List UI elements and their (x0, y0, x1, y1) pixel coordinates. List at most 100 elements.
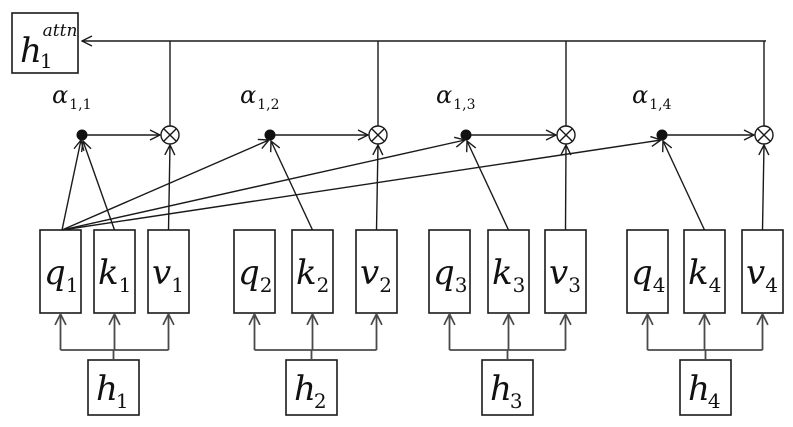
q-node-2: q2 (233, 229, 276, 314)
value-to-multiply-arrow (763, 145, 765, 231)
q-subscript: 1 (66, 273, 79, 297)
output-node: h1attn (11, 12, 79, 74)
h-label: h4 (688, 369, 721, 413)
q-subscript: 4 (653, 273, 666, 297)
k-label: k1 (98, 253, 131, 297)
k-node-2: k2 (291, 229, 334, 314)
v-label: v3 (549, 253, 581, 297)
multiply-node-1 (160, 125, 180, 145)
q-symbol: q (44, 253, 66, 293)
multiply-cross (757, 128, 771, 142)
k-subscript: 4 (709, 273, 722, 297)
alpha-subscript: 1,3 (453, 97, 475, 113)
k-label: k4 (688, 253, 721, 297)
output-superscript: attn (43, 21, 78, 41)
k-symbol: k (98, 253, 119, 293)
q-symbol: q (238, 253, 260, 293)
v-subscript: 4 (765, 273, 778, 297)
output-label: h1attn (20, 21, 77, 73)
v-subscript: 1 (171, 273, 184, 297)
h-symbol: h (294, 369, 316, 409)
v-node-4: v4 (741, 229, 784, 314)
alpha-subscript: 1,4 (649, 97, 671, 113)
multiply-node-4 (754, 125, 774, 145)
h-symbol: h (96, 369, 118, 409)
k-node-3: k3 (487, 229, 530, 314)
h-node-4: h4 (679, 359, 732, 416)
h-label: h3 (490, 369, 523, 413)
value-to-multiply-arrow (169, 145, 171, 231)
v-label: v2 (360, 253, 392, 297)
k-symbol: k (296, 253, 317, 293)
key-to-score-arrow (83, 141, 116, 231)
output-box (11, 12, 79, 74)
k-label: k3 (492, 253, 525, 297)
k-symbol: k (688, 253, 709, 293)
v-node-2: v2 (355, 229, 398, 314)
query-to-score-arrow-1 (61, 140, 81, 231)
alpha-symbol: α (436, 81, 452, 109)
h-label: h2 (294, 369, 327, 413)
alpha-label-2: α1,2 (240, 81, 279, 113)
alpha-label-1: α1,1 (52, 81, 91, 113)
k-node-4: k4 (683, 229, 726, 314)
h-subscript: 2 (314, 389, 327, 413)
q-node-4: q4 (626, 229, 669, 314)
k-subscript: 2 (317, 273, 330, 297)
v-label: v1 (152, 253, 184, 297)
h-symbol: h (490, 369, 512, 409)
q-label: q3 (433, 253, 468, 297)
q-label: q4 (631, 253, 666, 297)
k-subscript: 3 (513, 273, 526, 297)
alpha-subscript: 1,1 (69, 97, 91, 113)
query-to-score-arrow-3 (61, 140, 465, 231)
score-dot-2 (264, 129, 276, 141)
value-to-multiply-arrow (566, 145, 567, 231)
k-box (683, 229, 726, 314)
h-node-3: h3 (481, 359, 534, 416)
output-symbol: h (20, 31, 42, 71)
multiply-node-2 (368, 125, 388, 145)
h-label: h1 (96, 369, 129, 413)
v-symbol: v (549, 253, 568, 293)
v-node-1: v1 (147, 229, 190, 314)
h-box (679, 359, 732, 416)
v-subscript: 2 (379, 273, 392, 297)
query-to-score-arrow-2 (61, 140, 269, 231)
q-label: q2 (238, 253, 273, 297)
multiply-node-3 (556, 125, 576, 145)
q-subscript: 2 (260, 273, 273, 297)
h-box (285, 359, 338, 416)
alpha-symbol: α (632, 81, 648, 109)
key-to-score-arrow (271, 141, 314, 231)
alpha-label-4: α1,4 (632, 81, 672, 113)
h-symbol: h (688, 369, 710, 409)
h-node-2: h2 (285, 359, 338, 416)
h-node-1: h1 (87, 359, 140, 416)
q-subscript: 3 (455, 273, 468, 297)
score-dot-3 (460, 129, 472, 141)
alpha-label-3: α1,3 (436, 81, 475, 113)
v-subscript: 3 (568, 273, 581, 297)
h-subscript: 3 (510, 389, 523, 413)
alpha-symbol: α (240, 81, 256, 109)
multiply-cross (371, 128, 385, 142)
v-symbol: v (152, 253, 171, 293)
k-subscript: 1 (119, 273, 132, 297)
q-node-3: q3 (428, 229, 471, 314)
h-box (87, 359, 140, 416)
k-label: k2 (296, 253, 329, 297)
key-to-score-arrow (663, 141, 706, 231)
value-to-multiply-arrow (377, 145, 379, 231)
q-box (39, 229, 82, 314)
q-box (428, 229, 471, 314)
v-box (544, 229, 587, 314)
alpha-subscript: 1,2 (257, 97, 279, 113)
multiply-cross (163, 128, 177, 142)
v-node-3: v3 (544, 229, 587, 314)
